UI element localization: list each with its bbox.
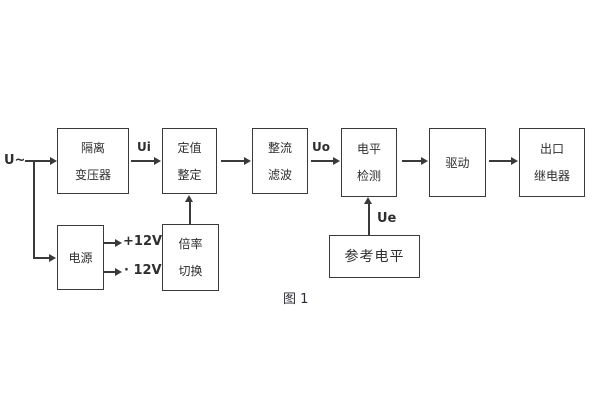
block-text: 变压器 <box>74 167 111 182</box>
block-rectifier-filter: 整流 滤波 <box>252 128 308 194</box>
block-reference-level: 参考电平 <box>329 235 420 278</box>
block-text: 继电器 <box>533 169 570 183</box>
block-text: 电源 <box>68 250 93 265</box>
block-text: 倍率 <box>178 237 203 251</box>
signal-label-ue: Ue <box>377 211 397 226</box>
figure-caption: 图 1 <box>283 292 309 307</box>
block-output-relay: 出口 继电器 <box>519 128 585 197</box>
signal-label-ui: Ui <box>137 140 151 154</box>
block-level-detect: 电平 检测 <box>341 128 397 197</box>
block-text: 参考电平 <box>344 248 405 265</box>
block-isolation-transformer: 隔离 变压器 <box>57 128 129 194</box>
power-output-plus12v-label: +12V <box>123 234 163 249</box>
block-text: 出口 <box>539 142 564 156</box>
block-text: 检测 <box>356 169 381 183</box>
power-output-minus12v-label: · 12V <box>124 263 162 278</box>
block-text: 切换 <box>178 264 203 278</box>
block-text: 隔离 <box>80 140 105 155</box>
block-text: 驱动 <box>445 155 470 170</box>
block-text: 整流 <box>267 140 292 155</box>
signal-label-uo: Uo <box>312 140 330 154</box>
block-driver: 驱动 <box>429 128 486 197</box>
block-setting-adjust: 定值 整定 <box>162 128 217 194</box>
input-voltage-label: U~ <box>4 153 26 168</box>
block-text: 定值 <box>177 140 202 155</box>
block-text: 滤波 <box>267 167 292 182</box>
block-text: 整定 <box>177 167 202 182</box>
block-ratio-switch: 倍率 切换 <box>162 224 219 291</box>
block-power-supply: 电源 <box>57 225 104 290</box>
block-text: 电平 <box>356 142 381 156</box>
